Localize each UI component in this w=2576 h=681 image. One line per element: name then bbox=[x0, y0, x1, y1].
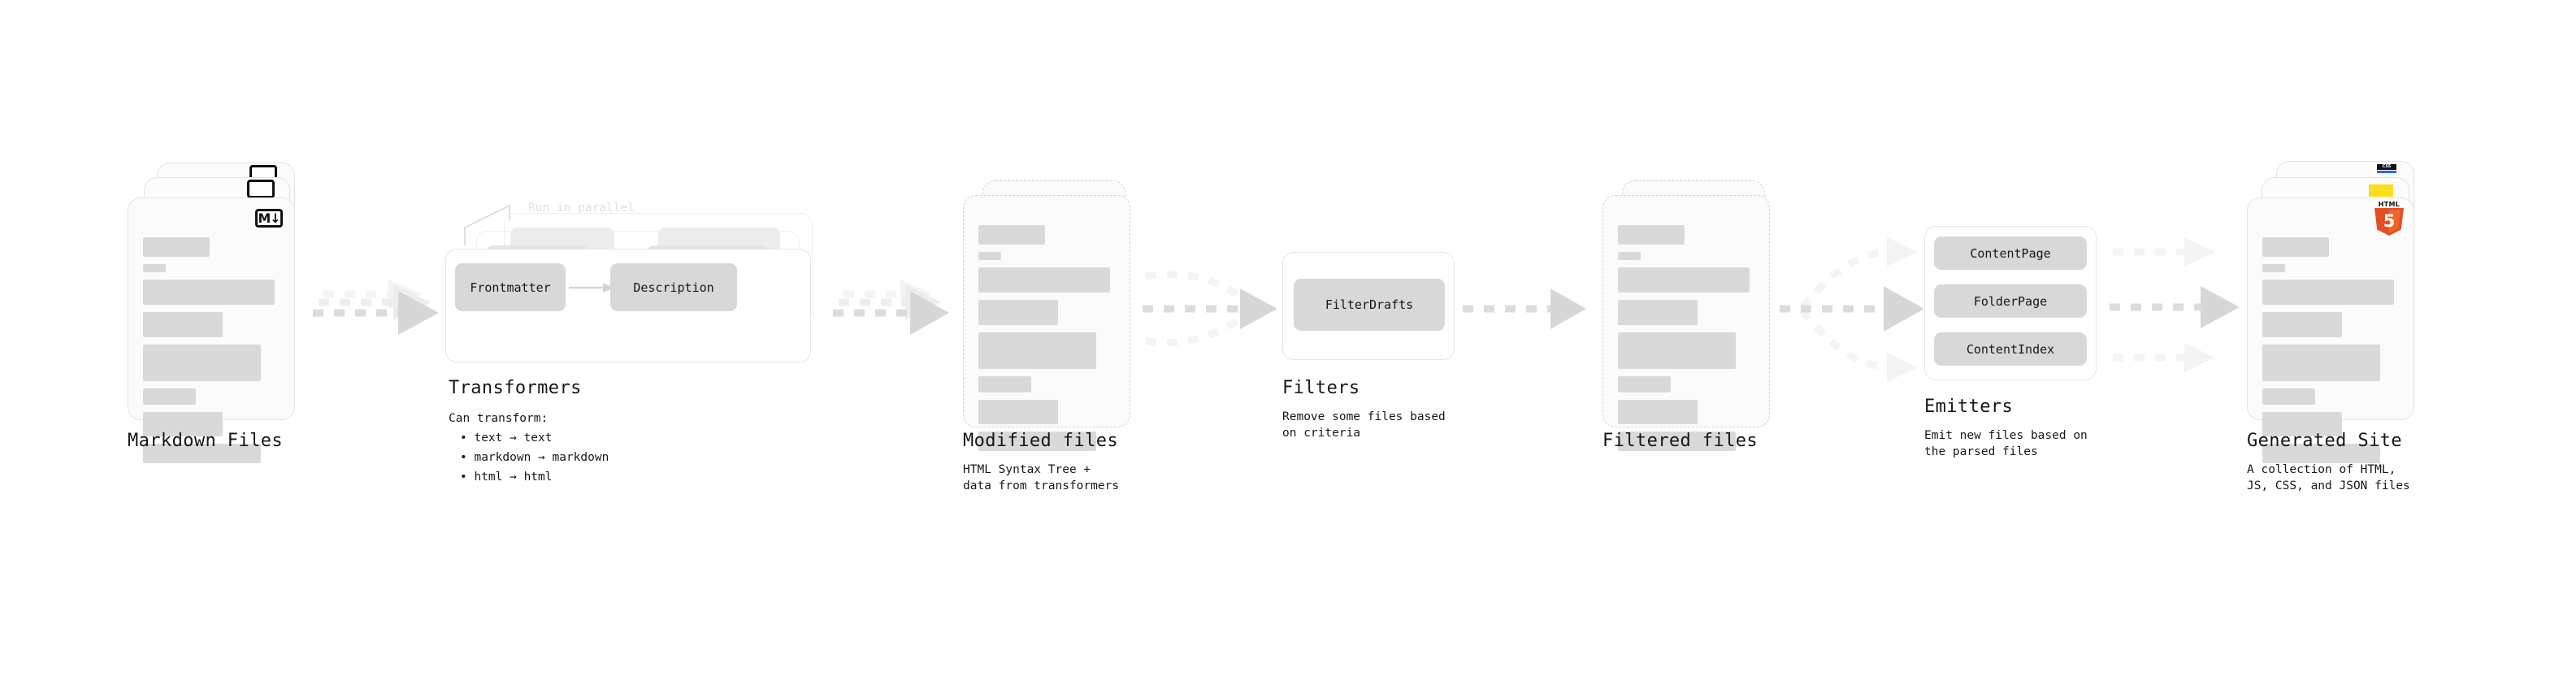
js-badge bbox=[2369, 184, 2393, 197]
filtered-files-stack bbox=[1602, 180, 1777, 451]
caption-markdown-files: Markdown Files bbox=[128, 431, 284, 451]
html5-badge-tag: HTML bbox=[2378, 201, 2400, 208]
filtered-card-front bbox=[1602, 195, 1770, 451]
transform-list-heading: Can transform: bbox=[449, 412, 549, 425]
markdown-badge-ghost-mid bbox=[247, 180, 275, 198]
transform-list-item-html: • html → html bbox=[460, 471, 553, 484]
caption-generated-site: Generated Site bbox=[2247, 431, 2403, 451]
markdown-files-stack: M↓ bbox=[128, 163, 302, 463]
modified-card-front bbox=[963, 195, 1130, 451]
arrow-markdown-to-transformers bbox=[313, 280, 439, 335]
emitter-pill-contentindex[interactable]: ContentIndex bbox=[1934, 332, 2087, 366]
arrow-emitters-to-site bbox=[2110, 237, 2240, 372]
filter-pill-filterdrafts[interactable]: FilterDrafts bbox=[1294, 279, 1445, 331]
css-badge-bar bbox=[2377, 171, 2396, 173]
css-badge-text: CSS bbox=[2377, 164, 2396, 170]
transformers-description: Can transform: • text → text • markdown … bbox=[449, 409, 609, 487]
caption-filtered-files: Filtered files bbox=[1602, 431, 1759, 451]
arrow-transformers-to-modified bbox=[833, 280, 949, 335]
transform-list-item-markdown: • markdown → markdown bbox=[460, 451, 609, 464]
transformers-group: Frontmatter Description bbox=[445, 213, 852, 375]
modified-files-stack bbox=[963, 180, 1138, 451]
caption-emitters: Emitters bbox=[1924, 397, 2014, 417]
arrow-filtered-to-emitters bbox=[1780, 237, 1924, 382]
css-badge: CSS bbox=[2377, 164, 2396, 173]
caption-filters: Filters bbox=[1282, 378, 1360, 398]
emitters-group: ContentPage FolderPage ContentIndex bbox=[1924, 226, 2111, 388]
html5-badge: HTML 5 bbox=[2374, 201, 2404, 236]
markdown-badge: M↓ bbox=[255, 209, 283, 228]
site-card-front: HTML 5 bbox=[2247, 197, 2414, 463]
run-in-parallel-label: Run in parallel bbox=[528, 202, 635, 215]
emitter-pill-contentpage[interactable]: ContentPage bbox=[1934, 236, 2087, 270]
arrow-modified-to-filters bbox=[1143, 270, 1277, 347]
modified-files-description: HTML Syntax Tree + data from transformer… bbox=[963, 463, 1120, 492]
arrow-filters-to-filtered bbox=[1463, 288, 1586, 329]
markdown-card-front: M↓ bbox=[128, 197, 295, 463]
filters-group: FilterDrafts bbox=[1282, 252, 1461, 366]
transform-list-item-text: • text → text bbox=[460, 432, 553, 445]
caption-modified-files: Modified files bbox=[963, 431, 1119, 451]
caption-transformers: Transformers bbox=[449, 378, 582, 398]
html5-badge-digit: 5 bbox=[2383, 211, 2396, 231]
emitters-description: Emit new files based on the parsed files bbox=[1924, 429, 2088, 458]
transformer-pill-description[interactable]: Description bbox=[610, 263, 737, 311]
filtered-card-lines bbox=[1618, 225, 1758, 458]
modified-card-lines bbox=[978, 225, 1118, 458]
generated-site-stack: CSS HTML 5 bbox=[2247, 161, 2434, 463]
transformer-pill-frontmatter[interactable]: Frontmatter bbox=[455, 263, 566, 311]
markdown-card-lines bbox=[143, 237, 283, 471]
html5-badge-shield-inner bbox=[2389, 210, 2400, 233]
transformer-arrow-frontmatter-to-description bbox=[569, 283, 614, 293]
filters-description: Remove some files based on criteria bbox=[1282, 410, 1446, 440]
site-card-lines bbox=[2262, 237, 2402, 471]
generated-site-description: A collection of HTML, JS, CSS, and JSON … bbox=[2247, 463, 2410, 492]
emitter-pill-folderpage[interactable]: FolderPage bbox=[1934, 284, 2087, 318]
